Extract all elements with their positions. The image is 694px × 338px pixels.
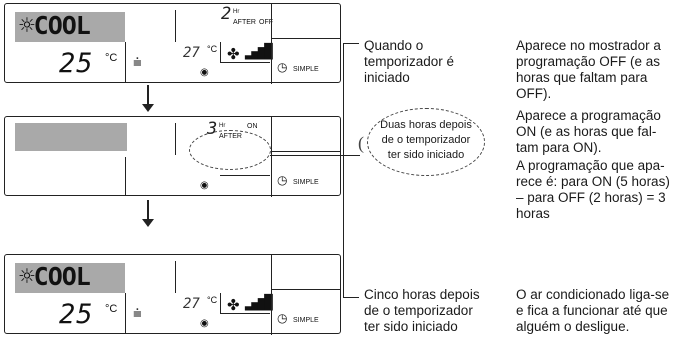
divider — [271, 151, 341, 152]
description-line: – para OFF (2 horas) = 3 — [516, 190, 666, 205]
timer-highlight-ellipse — [189, 130, 271, 170]
description-line: OFF). — [516, 86, 552, 101]
fan-icon: ✤ — [227, 46, 240, 63]
sun-icon: ☼ — [19, 262, 35, 292]
timer-hr-label: Hr — [219, 123, 226, 129]
description-on-program: Aparece a programação ON (e as horas que… — [516, 108, 661, 156]
mode-display — [15, 123, 127, 151]
set-temperature-unit: °C — [105, 52, 118, 64]
timer-hr-label: Hr — [233, 9, 240, 15]
description-line: horas — [516, 206, 550, 221]
mode-display: ☼COOL — [15, 262, 125, 293]
callout-label: Duas horas depois de o temporizador ter … — [370, 118, 482, 163]
clock-icon: ◷ — [277, 60, 288, 74]
indicator-dot-icon: ◉ — [200, 180, 209, 191]
description-line: A programação que apa- — [516, 158, 665, 173]
mode-display: ☼COOL — [15, 11, 125, 42]
louver-icon: ⩧ — [133, 305, 142, 322]
timer-hours: 3 — [207, 119, 218, 139]
description-line: tam para ON). — [516, 140, 602, 155]
clock-icon: ◷ — [277, 173, 288, 187]
divider — [220, 313, 270, 314]
step-label-start: Quando o temporizador é iniciado — [364, 38, 454, 86]
step-label-line: de o temporizador — [364, 303, 473, 318]
louver-icon: ⩧ — [133, 54, 142, 71]
divider — [125, 293, 126, 333]
divider — [271, 38, 341, 39]
callout-line: Duas horas depois — [380, 119, 472, 131]
simple-label: SIMPLE — [293, 66, 319, 73]
callout-line: ter sido iniciado — [387, 149, 465, 161]
description-line: e fica a funcionar até que — [516, 303, 668, 318]
step-label-line: ter sido iniciado — [364, 319, 458, 334]
step-label-line: temporizador é — [364, 54, 455, 69]
leader-line — [270, 155, 360, 156]
description-line: Aparece no mostrador a — [516, 38, 661, 53]
leader-line — [343, 297, 359, 298]
divider — [220, 175, 270, 176]
divider — [175, 123, 176, 155]
room-temperature: 27 — [183, 45, 200, 61]
step-label-line: iniciado — [364, 70, 410, 85]
set-temperature-unit: °C — [105, 303, 118, 315]
divider — [175, 10, 176, 42]
divider — [175, 261, 176, 293]
remote-display-panel-3: ☼COOL 25 °C ⩧ 27 °C ✤ ▂▄▆█ ◉ ◷ SIMPLE — [4, 254, 341, 335]
divider — [220, 42, 221, 62]
divider — [220, 293, 221, 313]
description-final: O ar condicionado liga-se e fica a funci… — [516, 287, 669, 335]
divider — [271, 289, 341, 290]
mode-text: ☼COOL — [19, 262, 91, 292]
indicator-dot-icon: ◉ — [200, 67, 209, 78]
description-line: O ar condicionado liga-se — [516, 287, 670, 302]
room-temperature-unit: °C — [207, 295, 218, 305]
description-line: ON (e as horas que fal- — [516, 124, 657, 139]
callout-ellipse — [367, 108, 485, 176]
description-program-detail: A programação que apa- rece é: para ON (… — [516, 158, 670, 222]
divider — [220, 62, 270, 63]
description-line: Aparece a programação — [516, 108, 661, 123]
set-temperature: 25 — [59, 48, 94, 79]
fan-speed-bars: ▂▄▆█ — [245, 44, 273, 60]
remote-display-panel-2: ◉ 3 Hr AFTER ON ◷ SIMPLE — [4, 116, 341, 197]
timer-mode-label: ON — [247, 123, 258, 130]
description-line: alguém o desligue. — [516, 319, 630, 334]
room-temperature: 27 — [183, 296, 200, 312]
room-temperature-unit: °C — [207, 44, 218, 54]
description-line: programação OFF (e as — [516, 54, 661, 69]
set-temperature: 25 — [59, 299, 94, 330]
simple-label: SIMPLE — [293, 179, 319, 186]
bracket-line — [343, 43, 344, 298]
fan-icon: ✤ — [227, 297, 240, 314]
timer-after-label: AFTER — [233, 19, 256, 26]
clock-icon: ◷ — [277, 311, 288, 325]
down-arrow-icon — [142, 85, 154, 112]
step-label-five-hours: Cinco horas depois de o temporizador ter… — [364, 287, 480, 335]
timer-hours: 2 — [221, 4, 232, 24]
divider — [271, 4, 272, 84]
description-line: horas que faltam para — [516, 70, 648, 85]
down-arrow-icon — [142, 200, 154, 227]
simple-label: SIMPLE — [293, 317, 319, 324]
remote-display-panel-1: ☼COOL 25 °C ⩧ 27 °C ✤ ▂▄▆█ ◉ 2 Hr AFTER … — [4, 3, 341, 84]
sun-icon: ☼ — [19, 11, 35, 41]
divider — [271, 117, 272, 197]
description-off-program: Aparece no mostrador a programação OFF (… — [516, 38, 661, 102]
step-label-line: Quando o — [364, 38, 424, 53]
indicator-dot-icon: ◉ — [200, 318, 209, 329]
timer-mode-label: OFF — [259, 19, 273, 26]
fan-speed-bars: ▂▄▆█ — [245, 295, 273, 311]
mode-text: ☼COOL — [19, 11, 91, 41]
step-label-line: Cinco horas depois — [364, 287, 480, 302]
divider — [271, 255, 272, 335]
divider — [125, 157, 126, 195]
description-line: rece é: para ON (5 horas) — [516, 174, 670, 189]
callout-line: de o temporizador — [381, 134, 471, 146]
callout-bracket: ( — [358, 133, 364, 153]
divider — [125, 42, 126, 82]
leader-line — [343, 43, 359, 44]
